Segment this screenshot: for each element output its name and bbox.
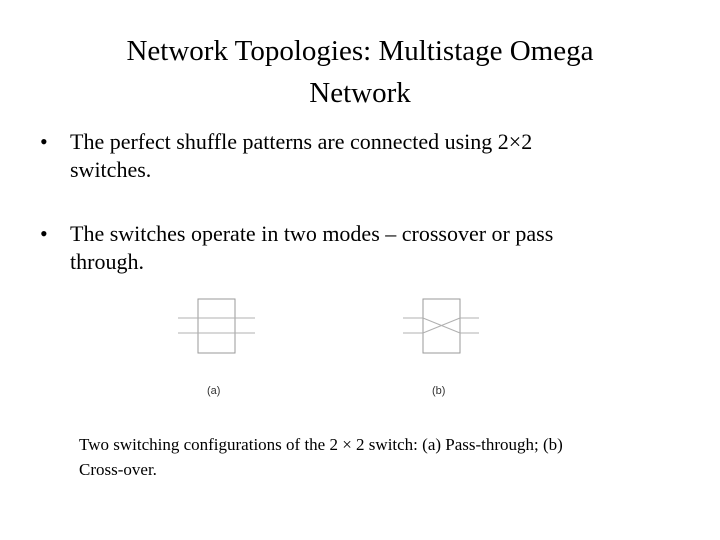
- figure-caption: Two switching configurations of the 2 × …: [79, 432, 669, 482]
- figure-label-b: (b): [432, 385, 446, 397]
- bullet-text-line-2: through.: [70, 249, 144, 274]
- bullet-text-line-2: switches.: [70, 157, 152, 182]
- caption-line-2: Cross-over.: [79, 460, 157, 479]
- bullet-icon: •: [40, 129, 48, 154]
- switch-box-b: [422, 298, 461, 354]
- slide-title-line-2: Network: [309, 77, 411, 109]
- switch-diagrams: [178, 298, 479, 354]
- cross-line-up: [422, 317, 461, 334]
- slide-title: Network Topologies: Multistage Omega Net…: [60, 30, 660, 114]
- crossover-switch: [403, 298, 479, 354]
- figure-label-a: (a): [207, 385, 221, 397]
- switch-box-a: [197, 298, 236, 354]
- switch-configurations-figure: (a) (b): [170, 292, 490, 402]
- caption-line-1: Two switching configurations of the 2 × …: [79, 435, 563, 454]
- bullet-item: • The perfect shuffle patterns are conne…: [40, 128, 640, 212]
- bullet-text-line-1: The switches operate in two modes – cros…: [70, 221, 554, 246]
- bullet-item: • The switches operate in two modes – cr…: [40, 220, 640, 304]
- pass-through-switch: [178, 298, 255, 354]
- bullet-icon: •: [40, 221, 48, 246]
- bullet-list: • The perfect shuffle patterns are conne…: [40, 128, 640, 312]
- bullet-text-line-1: The perfect shuffle patterns are connect…: [70, 129, 533, 154]
- slide-title-line-1: Network Topologies: Multistage Omega: [126, 35, 594, 67]
